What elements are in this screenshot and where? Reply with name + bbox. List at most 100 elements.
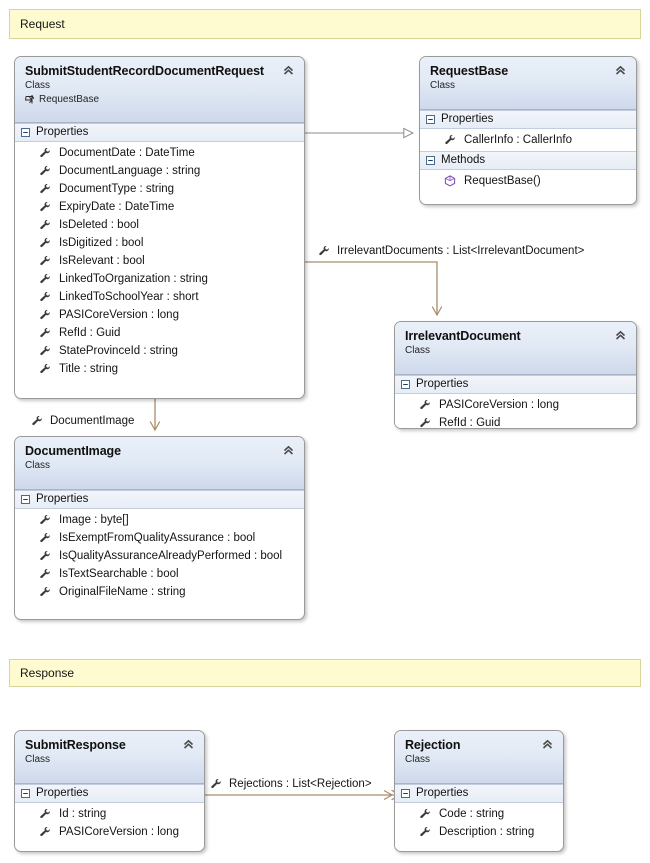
- class-shape-submit-response[interactable]: SubmitResponse Class Properties Id : str…: [14, 730, 205, 852]
- property-wrench-icon: [39, 345, 51, 357]
- chevron-up-double-icon[interactable]: [282, 444, 295, 457]
- property-wrench-icon: [39, 826, 51, 838]
- compartment-label: Methods: [441, 154, 486, 166]
- member-row[interactable]: Code : string: [395, 805, 563, 823]
- member-row[interactable]: IsDeleted : bool: [15, 216, 304, 234]
- member-list-properties: CallerInfo : CallerInfo: [420, 129, 636, 151]
- chevron-up-double-icon[interactable]: [541, 738, 554, 751]
- property-wrench-icon: [39, 327, 51, 339]
- property-wrench-icon: [39, 808, 51, 820]
- member-row[interactable]: ExpiryDate : DateTime: [15, 198, 304, 216]
- member-row[interactable]: LinkedToSchoolYear : short: [15, 288, 304, 306]
- class-kind-label: Class: [25, 80, 51, 91]
- member-row[interactable]: IsRelevant : bool: [15, 252, 304, 270]
- member-row[interactable]: OriginalFileName : string: [15, 583, 304, 601]
- class-shape-submit-student-record-document-request[interactable]: SubmitStudentRecordDocumentRequest Class…: [14, 56, 305, 399]
- member-row[interactable]: PASICoreVersion : long: [395, 396, 636, 414]
- minus-box-icon[interactable]: [21, 788, 30, 798]
- property-wrench-icon: [419, 826, 431, 838]
- connector-label-text: IrrelevantDocuments : List<IrrelevantDoc…: [337, 245, 585, 257]
- minus-box-icon[interactable]: [426, 155, 435, 165]
- member-row[interactable]: Title : string: [15, 360, 304, 378]
- member-row[interactable]: StateProvinceId : string: [15, 342, 304, 360]
- member-row[interactable]: RequestBase(): [420, 172, 636, 190]
- member-label: ExpiryDate : DateTime: [59, 201, 175, 213]
- member-row[interactable]: RefId : Guid: [15, 324, 304, 342]
- class-header: DocumentImage Class: [15, 437, 304, 490]
- class-title: SubmitStudentRecordDocumentRequest: [25, 64, 264, 78]
- minus-box-icon[interactable]: [426, 114, 435, 124]
- connector-label-rejections[interactable]: Rejections : List<Rejection>: [210, 778, 372, 790]
- member-row[interactable]: DocumentType : string: [15, 180, 304, 198]
- connector-label-irrelevant-documents[interactable]: IrrelevantDocuments : List<IrrelevantDoc…: [318, 245, 584, 257]
- member-row[interactable]: CallerInfo : CallerInfo: [420, 131, 636, 149]
- member-label: PASICoreVersion : long: [59, 309, 179, 321]
- response-banner-label: Response: [20, 666, 75, 680]
- member-row[interactable]: PASICoreVersion : long: [15, 306, 304, 324]
- member-row[interactable]: DocumentLanguage : string: [15, 162, 304, 180]
- compartment-title-properties[interactable]: Properties: [420, 110, 636, 129]
- method-cube-icon: [444, 175, 456, 187]
- property-wrench-icon: [39, 273, 51, 285]
- compartment-title-methods[interactable]: Methods: [420, 151, 636, 170]
- chevron-up-double-icon[interactable]: [614, 329, 627, 342]
- class-base-type: RequestBase: [25, 93, 294, 106]
- member-label: Image : byte[]: [59, 514, 129, 526]
- minus-box-icon[interactable]: [21, 494, 30, 504]
- minus-box-icon[interactable]: [401, 379, 410, 389]
- class-header: Rejection Class: [395, 731, 563, 784]
- member-row[interactable]: PASICoreVersion : long: [15, 823, 204, 841]
- compartment-title-properties[interactable]: Properties: [395, 784, 563, 803]
- member-row[interactable]: Id : string: [15, 805, 204, 823]
- class-kind-label: Class: [25, 460, 51, 471]
- class-title: IrrelevantDocument: [405, 329, 521, 343]
- class-shape-rejection[interactable]: Rejection Class Properties Code : string: [394, 730, 564, 852]
- property-wrench-icon: [419, 399, 431, 411]
- connector-label-document-image[interactable]: DocumentImage: [31, 415, 134, 427]
- compartment-label: Properties: [441, 113, 494, 125]
- member-label: IsQualityAssuranceAlreadyPerformed : boo…: [59, 550, 283, 562]
- property-wrench-icon: [39, 309, 51, 321]
- class-shape-request-base[interactable]: RequestBase Class Properties CallerInfo …: [419, 56, 637, 205]
- member-list-properties: Code : string Description : string: [395, 803, 563, 847]
- member-row[interactable]: IsQualityAssuranceAlreadyPerformed : boo…: [15, 547, 304, 565]
- member-list-properties: Image : byte[] IsExemptFromQualityAssura…: [15, 509, 304, 607]
- property-wrench-icon: [39, 363, 51, 375]
- minus-box-icon[interactable]: [21, 127, 30, 137]
- property-wrench-icon: [39, 147, 51, 159]
- response-banner[interactable]: Response: [9, 659, 641, 687]
- chevron-up-double-icon[interactable]: [282, 64, 295, 77]
- chevron-up-double-icon[interactable]: [614, 64, 627, 77]
- member-label: PASICoreVersion : long: [439, 399, 559, 411]
- compartment-title-properties[interactable]: Properties: [395, 375, 636, 394]
- chevron-up-double-icon[interactable]: [182, 738, 195, 751]
- member-row[interactable]: IsExemptFromQualityAssurance : bool: [15, 529, 304, 547]
- member-list-methods: RequestBase(): [420, 170, 636, 196]
- class-header: SubmitStudentRecordDocumentRequest Class…: [15, 57, 304, 123]
- member-row[interactable]: Image : byte[]: [15, 511, 304, 529]
- compartment-label: Properties: [36, 787, 89, 799]
- member-label: Id : string: [59, 808, 107, 820]
- class-shape-irrelevant-document[interactable]: IrrelevantDocument Class Properties PASI…: [394, 321, 637, 429]
- member-row[interactable]: Description : string: [395, 823, 563, 841]
- member-label: LinkedToOrganization : string: [59, 273, 208, 285]
- member-row[interactable]: LinkedToOrganization : string: [15, 270, 304, 288]
- compartment-title-properties[interactable]: Properties: [15, 490, 304, 509]
- member-list-properties: PASICoreVersion : long RefId : Guid: [395, 394, 636, 428]
- member-label: LinkedToSchoolYear : short: [59, 291, 199, 303]
- member-row[interactable]: IsDigitized : bool: [15, 234, 304, 252]
- request-banner[interactable]: Request: [9, 9, 641, 39]
- member-row[interactable]: IsTextSearchable : bool: [15, 565, 304, 583]
- minus-box-icon[interactable]: [401, 788, 410, 798]
- class-shape-document-image[interactable]: DocumentImage Class Properties Image : b…: [14, 436, 305, 620]
- compartment-title-properties[interactable]: Properties: [15, 123, 304, 142]
- property-wrench-icon: [39, 291, 51, 303]
- member-row[interactable]: RefId : Guid: [395, 414, 636, 428]
- member-list-properties: DocumentDate : DateTime DocumentLanguage…: [15, 142, 304, 384]
- member-row[interactable]: DocumentDate : DateTime: [15, 144, 304, 162]
- property-wrench-icon: [39, 550, 51, 562]
- property-wrench-icon: [39, 237, 51, 249]
- compartment-title-properties[interactable]: Properties: [15, 784, 204, 803]
- member-label: RequestBase(): [464, 175, 541, 187]
- class-title: Rejection: [405, 738, 461, 752]
